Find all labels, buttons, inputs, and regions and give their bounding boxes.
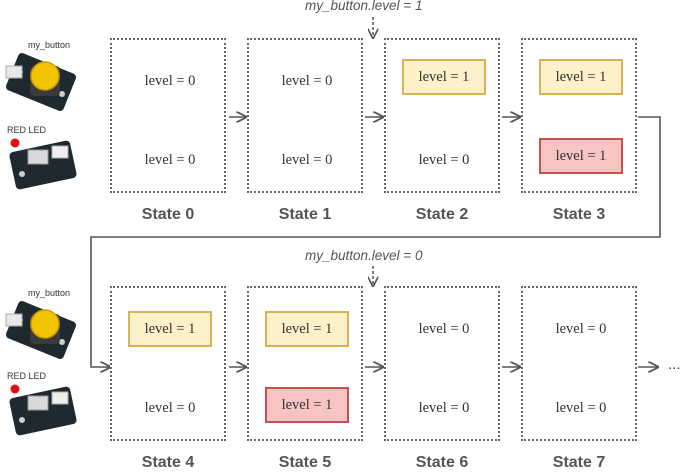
button-module-illustration-1 (5, 53, 77, 111)
red-led-indicator-1 (10, 138, 20, 148)
led-device-label: RED LED (7, 125, 47, 135)
state-label: State 5 (278, 454, 332, 471)
state-label: State 7 (552, 454, 606, 471)
led-level-chip: level = 1 (265, 387, 349, 423)
state-box: level = 0 level = 0 (521, 286, 637, 441)
button-level-text: level = 0 (281, 73, 333, 89)
button-level-chip: level = 1 (265, 311, 349, 347)
state-label: State 1 (278, 206, 332, 223)
button-module-illustration-2 (5, 301, 77, 359)
state-box: level = 1 level = 1 (521, 38, 637, 193)
led-module-illustration-1 (9, 140, 77, 190)
state-box: level = 1 level = 0 (384, 38, 500, 193)
state-label: State 0 (141, 206, 195, 223)
release-event-annotation: my_button.level = 0 (305, 248, 423, 263)
led-level-text: level = 0 (144, 400, 196, 416)
state-box: level = 1 level = 1 (247, 286, 363, 441)
state-box: level = 1 level = 0 (110, 286, 226, 441)
state-label: State 6 (415, 454, 469, 471)
state-box: level = 0 level = 0 (384, 286, 500, 441)
button-level-text: level = 0 (144, 73, 196, 89)
button-level-chip: level = 1 (128, 311, 212, 347)
state-label: State 4 (141, 454, 195, 471)
button-level-text: level = 0 (555, 321, 607, 337)
led-module-illustration-2 (9, 386, 77, 436)
button-device-label: my_button (28, 288, 71, 298)
led-level-text: level = 0 (555, 400, 607, 416)
led-level-text: level = 0 (418, 152, 470, 168)
button-level-chip: level = 1 (402, 59, 486, 95)
button-level-text: level = 0 (418, 321, 470, 337)
arrow-state3-to-state4 (90, 116, 661, 367)
button-device-label: my_button (28, 40, 71, 50)
led-device-label: RED LED (7, 371, 47, 381)
continuation-ellipsis: ... (668, 356, 681, 373)
button-level-chip: level = 1 (539, 59, 623, 95)
red-led-indicator-2 (10, 384, 20, 394)
state-label: State 3 (552, 206, 606, 223)
state-box: level = 0 level = 0 (110, 38, 226, 193)
led-level-text: level = 0 (418, 400, 470, 416)
led-level-text: level = 0 (281, 152, 333, 168)
led-level-chip: level = 1 (539, 138, 623, 174)
led-level-text: level = 0 (144, 152, 196, 168)
press-event-annotation: my_button.level = 1 (305, 0, 423, 13)
state-box: level = 0 level = 0 (247, 38, 363, 193)
state-label: State 2 (415, 206, 469, 223)
